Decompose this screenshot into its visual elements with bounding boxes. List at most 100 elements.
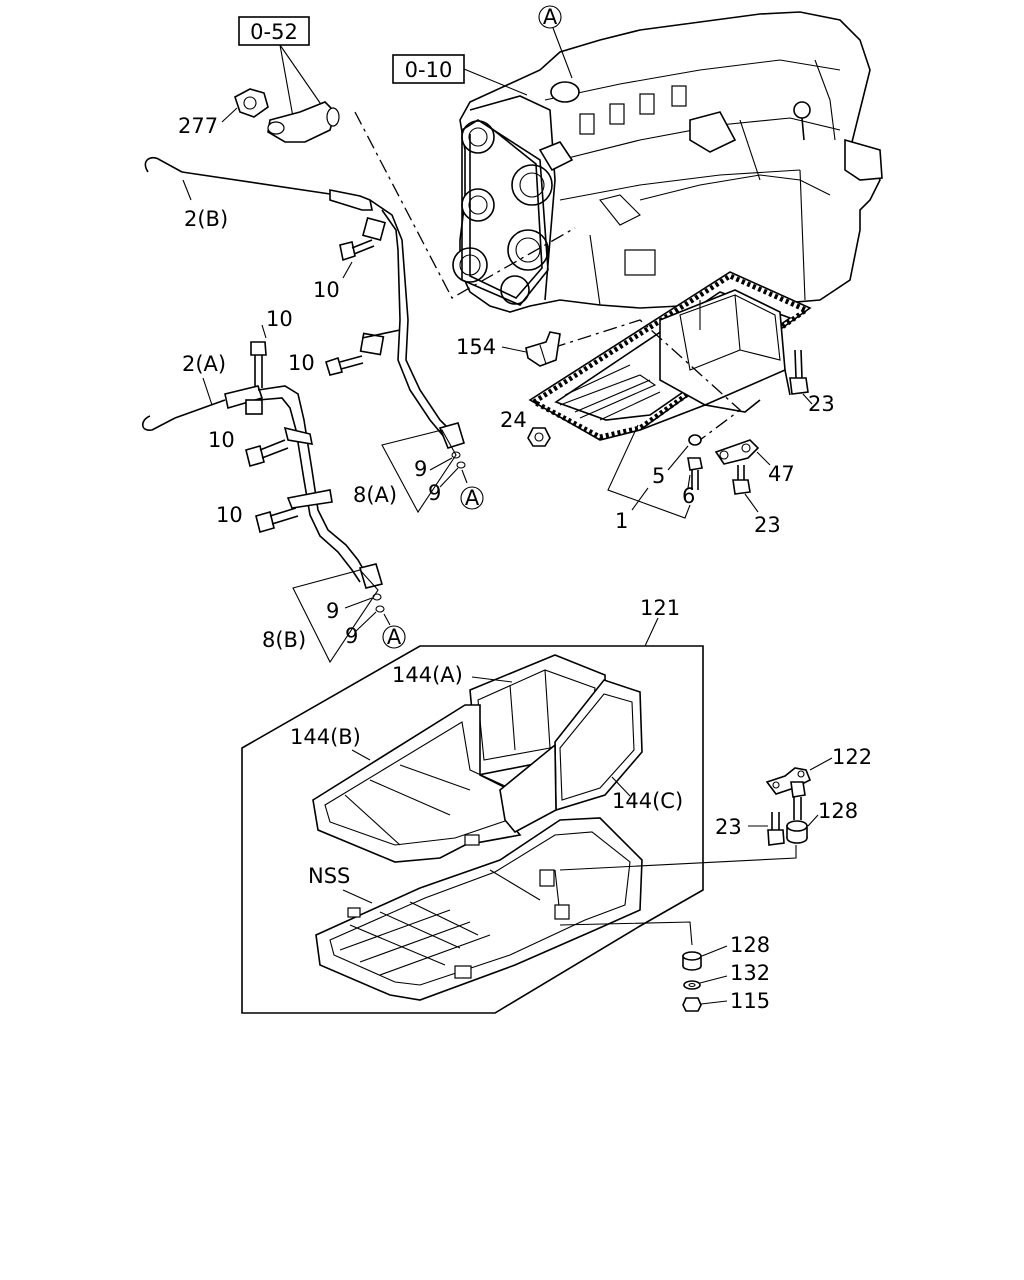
callout-9: 9 [326,599,339,623]
marker-a-label: A [465,486,480,510]
bolt-10 [255,507,299,533]
leader-line [463,68,528,96]
nut-115 [682,997,702,1012]
bolt-10 [325,355,364,376]
leader-line [802,393,813,405]
ref-0-52-label: 0-52 [250,20,298,44]
leader-line [744,493,759,513]
bracket-154 [525,331,561,367]
callout-nss: NSS [308,864,350,888]
kit-121-boundary [241,645,704,1014]
callout-9: 9 [428,481,441,505]
callout-128: 128 [730,933,770,957]
dash-dot-line [354,111,576,299]
engine-block [452,11,883,313]
bolt-6 [687,457,703,490]
leader-line [559,921,693,946]
leader-line [182,179,192,201]
grommet-128 [786,820,808,844]
callout-8a: 8(A) [353,483,397,507]
marker-a-label: A [543,5,558,29]
dipstick-a [141,385,384,589]
callout-132: 132 [730,961,770,985]
leader-line [559,845,797,871]
callout-5: 5 [652,464,665,488]
dash-dot-line [551,319,742,441]
bolt-23 [767,812,785,846]
callout-115: 115 [730,989,770,1013]
leader-line [809,757,833,771]
leader-line [471,676,513,683]
callout-144b: 144(B) [290,725,361,749]
o-rings-8b [292,569,406,664]
callout-23: 23 [715,815,742,839]
bolt-23 [790,781,806,820]
bolt-10 [245,439,289,467]
callout-122: 122 [832,745,872,769]
fitting-277 [234,88,340,143]
nss-pan [315,817,643,1001]
nut-24 [527,427,551,447]
callout-144a: 144(A) [392,663,463,687]
washer-5 [688,434,702,446]
dipstick-b [144,156,465,449]
callout-24: 24 [500,408,527,432]
callout-1: 1 [615,509,628,533]
leader-line [552,27,573,79]
leader-line [261,324,267,339]
bolt-23 [732,465,751,495]
callout-10: 10 [288,351,315,375]
leader-line [501,346,527,353]
callout-154: 154 [456,335,496,359]
leader-line [667,445,689,471]
callout-2b: 2(B) [184,207,228,231]
callout-23: 23 [808,392,835,416]
callout-6: 6 [682,484,695,508]
callout-277: 277 [178,114,218,138]
ref-box-0-52 [238,16,310,46]
leader-line [221,107,238,123]
callout-8b: 8(B) [262,628,306,652]
leader-line [342,261,353,279]
bolt-10 [250,341,267,388]
callout-23: 23 [754,513,781,537]
callout-47: 47 [768,462,795,486]
callout-2a: 2(A) [182,352,226,376]
leader-line [202,377,213,406]
callout-10: 10 [208,428,235,452]
callout-9: 9 [345,624,358,648]
leader-line [351,749,371,761]
ref-0-10-label: 0-10 [405,58,453,82]
bolt-23 [789,349,809,395]
callout-10: 10 [216,503,243,527]
oil-pan [528,271,812,441]
leader-line [700,1000,728,1005]
clip-47 [714,439,760,465]
bracket-122 [765,767,812,795]
part-144c [499,679,643,834]
leader-line [607,424,691,519]
callout-10: 10 [313,278,340,302]
leader-line [701,945,728,957]
marker-a-circle [538,5,562,29]
bolt-10 [339,239,375,262]
washer-132 [683,980,701,990]
leader-line [279,44,328,118]
leader-line [644,617,659,647]
leader-line [756,451,771,466]
leader-line [342,889,373,904]
callout-121: 121 [640,596,680,620]
callout-9: 9 [414,457,427,481]
grommet-128 [682,951,702,971]
callout-144c: 144(C) [612,789,683,813]
o-rings-8a [381,429,484,514]
marker-a-label: A [387,625,402,649]
leader-line [611,776,631,797]
leader-line [687,474,691,489]
leader-line [807,814,819,827]
callout-10: 10 [266,307,293,331]
leader-line [699,975,728,984]
callout-128: 128 [818,799,858,823]
leader-line [631,487,649,511]
